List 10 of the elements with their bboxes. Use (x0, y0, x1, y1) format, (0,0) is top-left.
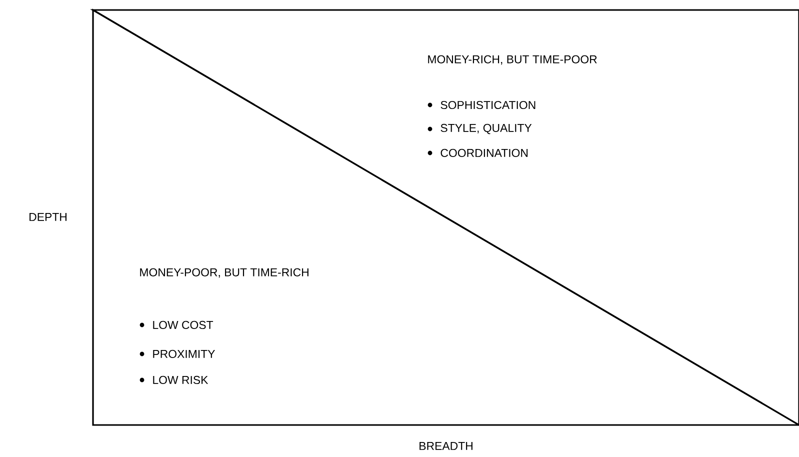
heading: MONEY-RICH, BUT TIME-POOR (428, 55, 597, 65)
axis-label: DEPTH (30, 213, 66, 221)
bullet-item: LOW RISK (153, 376, 208, 384)
bullet-item: COORDINATION (440, 148, 528, 158)
bullet-item: LOW COST (153, 320, 214, 330)
bullet-item: SOPHISTICATION (440, 100, 536, 110)
bullet-item: PROXIMITY (153, 350, 215, 358)
bullet-item: STYLE, QUALITY (440, 124, 532, 134)
heading: MONEY-POOR, BUT TIME-RICH (140, 268, 308, 278)
axis-label: BREADTH (420, 442, 472, 450)
